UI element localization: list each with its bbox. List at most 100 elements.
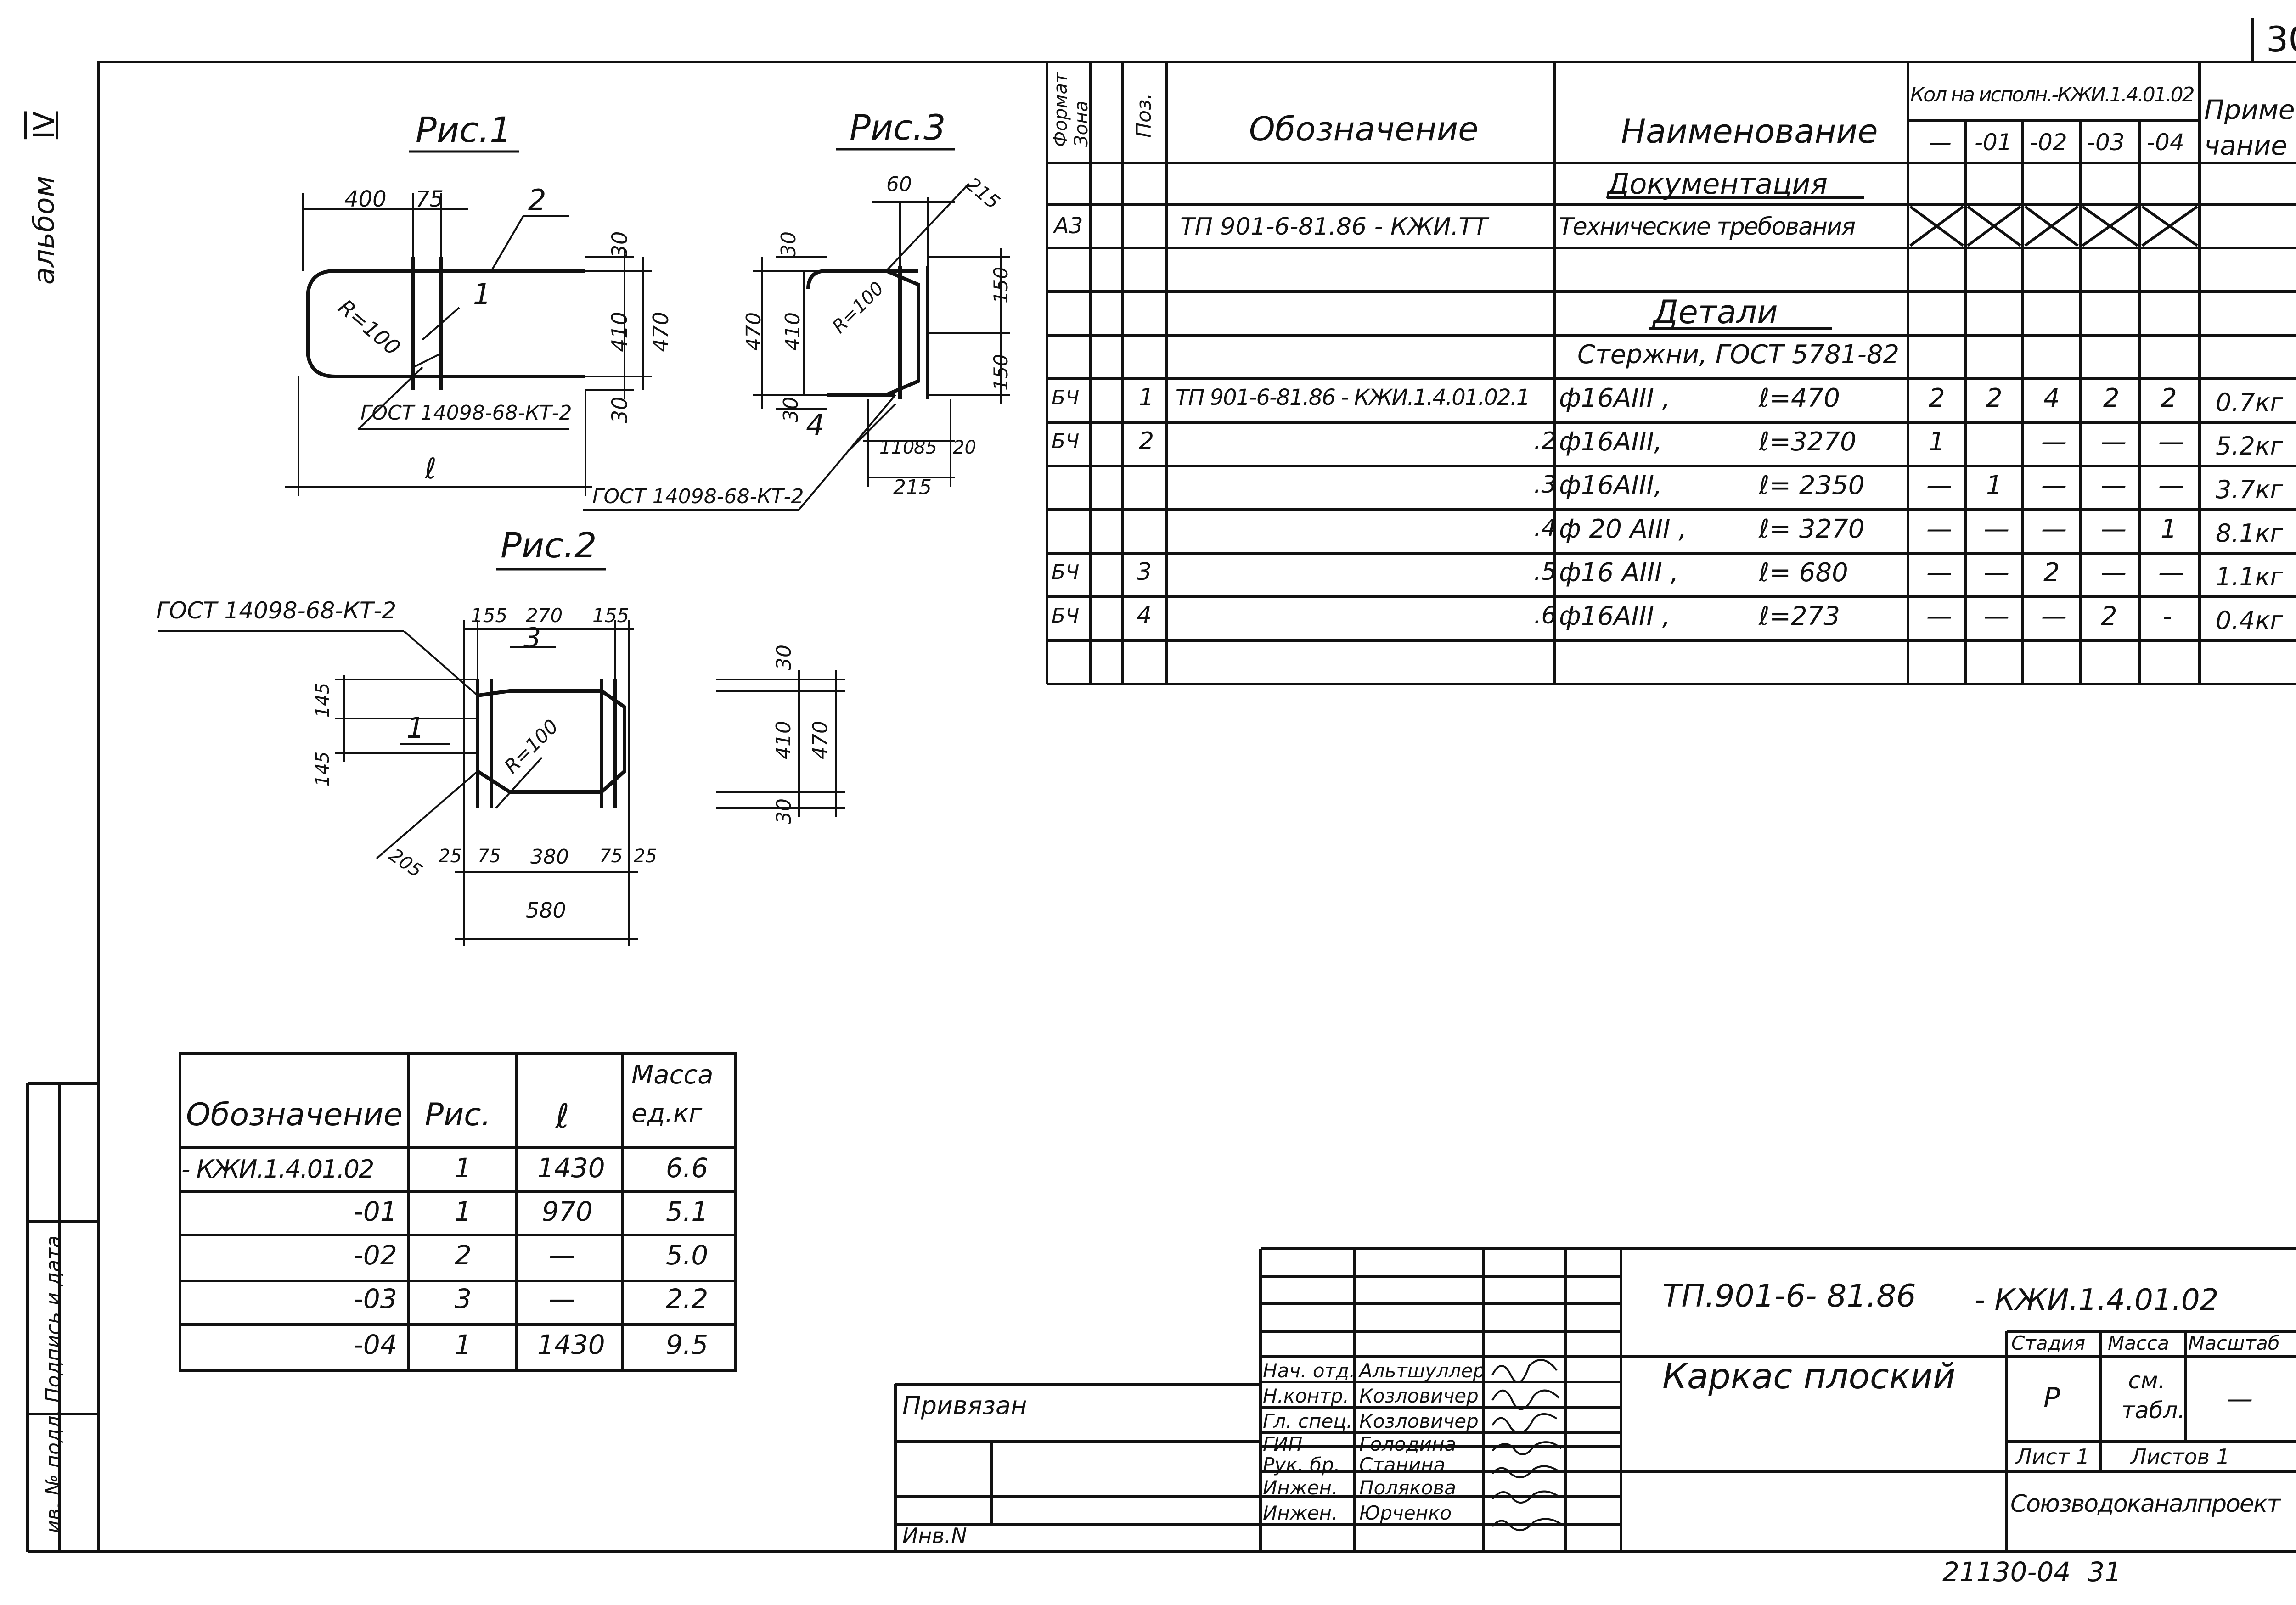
spec-cell-format: А3: [1054, 213, 1083, 239]
mass-table-grid: [179, 1052, 737, 1372]
fig2-dim: 75: [478, 846, 501, 867]
signer-name: Козловичер: [1359, 1410, 1479, 1432]
inv-label: Инв.N: [902, 1523, 967, 1548]
spec-cell-designation: ТП 901-6-81.86 - КЖИ.1.4.01.02.1: [1176, 385, 1530, 410]
fig1-length-label: ℓ: [425, 452, 437, 485]
signer-role: Инжен.: [1263, 1502, 1338, 1524]
spec-cell-designation: .2: [1534, 427, 1557, 455]
spec-cell-qty: —: [1926, 601, 1952, 631]
drawing-title: Каркас плоский: [1662, 1356, 1956, 1397]
spec-cell-qty: —: [2041, 471, 2067, 500]
spec-cell-qty: —: [1984, 514, 2009, 544]
stage-label: Стадия: [2011, 1332, 2086, 1354]
spec-header-name: Наименование: [1621, 112, 1878, 151]
spec-cell-qty: —: [1926, 558, 1952, 588]
spec-cell-qty: —: [2041, 514, 2067, 544]
scale-value: —: [2227, 1384, 2253, 1414]
fig1-weld-note: ГОСТ 14098-68-КТ-2: [360, 401, 572, 425]
spec-cell-name: Стержни, ГОСТ 5781-82: [1577, 340, 1900, 370]
spec-cell-name: ф16АIII,: [1559, 471, 1662, 500]
spec-cell-qty: —: [2101, 558, 2127, 588]
spec-cell-qty: 1: [1986, 471, 2003, 500]
fig2-dim: 580: [526, 898, 566, 923]
mass-cell: 5.0: [666, 1240, 709, 1271]
spec-cell-pos: 1: [1139, 384, 1154, 411]
mass-cell: 1: [455, 1196, 472, 1227]
mass-header: ℓ: [556, 1097, 569, 1135]
fig1-dim: 1: [473, 277, 491, 311]
signer-role: Инжен.: [1263, 1476, 1338, 1499]
spec-cell-designation: .5: [1534, 558, 1557, 586]
mass-cell: 3: [455, 1283, 472, 1314]
signer-name: Козловичер: [1359, 1385, 1479, 1407]
mass-cell: -01: [354, 1196, 397, 1227]
mass-cell: 1430: [537, 1329, 605, 1360]
signer-role: Н.контр.: [1263, 1385, 1349, 1407]
spec-cell-length: ℓ= 680: [1759, 558, 1848, 588]
spec-cell-format: БЧ: [1052, 561, 1080, 584]
signer-role: Нач. отд.: [1263, 1359, 1356, 1382]
spec-cell-qty: 4: [2043, 383, 2060, 413]
spec-cell-qty: —: [1926, 471, 1952, 500]
spec-cell-name: ф16АIII,: [1559, 427, 1662, 457]
doc-code: ТП.901-6- 81.86: [1662, 1278, 1916, 1314]
spec-cell-name: ф16 АIII ,: [1559, 558, 1679, 588]
mass-cell: - КЖИ.1.4.01.02: [181, 1155, 374, 1184]
spec-cell-qty: —: [2101, 514, 2127, 544]
mass-cell: -03: [354, 1283, 397, 1314]
mass-cell: 2.2: [666, 1283, 709, 1314]
spec-cell-designation: ТП 901-6-81.86 - КЖИ.ТТ: [1180, 213, 1488, 241]
spec-cell-note: 8.1кг: [2216, 519, 2283, 548]
spec-cell-pos: 2: [1139, 427, 1154, 455]
spec-cell-qty: —: [1926, 514, 1952, 544]
fig3-dim: 4: [806, 409, 825, 443]
sheet-label: Лист 1: [2016, 1444, 2090, 1469]
fig2-dim: 1: [406, 711, 425, 745]
mass-cell: 1430: [537, 1152, 605, 1184]
spec-header-qty-col: -04: [2147, 129, 2184, 156]
spec-cell-qty: 2: [2101, 601, 2117, 631]
fig2-drawing: [476, 679, 626, 808]
mass-cell: 2: [455, 1240, 472, 1271]
spec-cell-qty: 1: [1929, 427, 1945, 457]
bound-label: Привязан: [902, 1391, 1027, 1420]
spec-cell-name: ф16АIII ,: [1559, 383, 1671, 413]
spec-cell-length: ℓ=273: [1759, 601, 1840, 631]
spec-cell-note: 3.7кг: [2216, 475, 2283, 504]
fig2-dim: 270: [526, 604, 563, 627]
sheets-label: Листов 1: [2131, 1444, 2230, 1469]
spec-cell-format: БЧ: [1052, 430, 1080, 453]
signer-name: Станина: [1359, 1453, 1446, 1476]
spec-cell-length: ℓ=3270: [1759, 427, 1857, 457]
fig1-dim: 2: [528, 183, 546, 217]
spec-cell-note: 0.4кг: [2216, 606, 2283, 635]
fig1-dim: 400: [344, 186, 387, 212]
spec-cell-qty: —: [1984, 558, 2009, 588]
spec-cell-qty: 2: [1929, 383, 1945, 413]
mass-cell: —: [549, 1283, 575, 1314]
mass-cell: —: [549, 1240, 575, 1271]
spec-cell-note: 0.7кг: [2216, 388, 2283, 417]
mass-header: Рис.: [425, 1097, 491, 1133]
spec-table-grid: [1046, 62, 2296, 685]
fig3-drawing: [806, 266, 929, 399]
signer-name: Альтшуллер: [1359, 1359, 1486, 1382]
spec-cell-length: ℓ= 2350: [1759, 471, 1865, 500]
spec-cell-name: ф 20 АIII ,: [1559, 514, 1687, 544]
scale-label: Масштаб: [2188, 1332, 2280, 1354]
signer-name: Голодина: [1359, 1433, 1457, 1455]
spec-header-qty-col: -01: [1975, 129, 2012, 156]
mass-cell: 1: [455, 1152, 472, 1184]
signer-name: Юрченко: [1359, 1502, 1452, 1524]
spec-header-qty-col: —: [1929, 129, 1952, 156]
fig2-dim: 25: [439, 846, 462, 867]
fig2-dim: 75: [599, 846, 623, 867]
spec-cell-pos: 4: [1137, 602, 1152, 629]
fig2-dim: 155: [592, 604, 630, 627]
mass-cell: 5.1: [666, 1196, 709, 1227]
mass-cell: 9.5: [666, 1329, 709, 1360]
signer-role: ГИП: [1263, 1433, 1303, 1455]
spec-header-note: Приме- чание: [2204, 94, 2296, 162]
